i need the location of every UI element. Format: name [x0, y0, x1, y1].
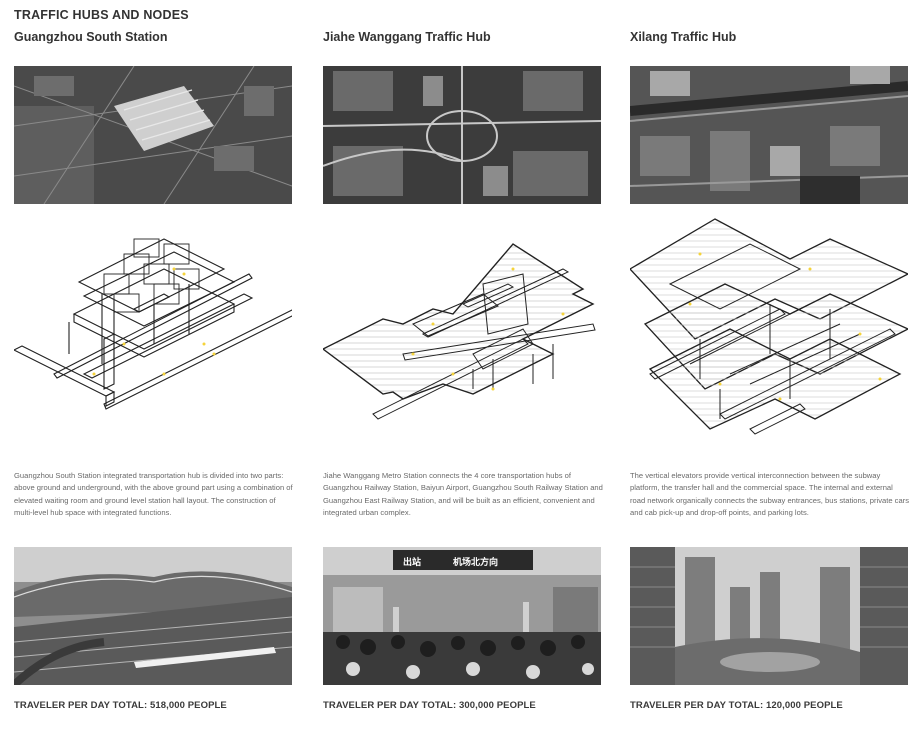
station-photo	[14, 547, 292, 685]
hub-title: Jiahe Wanggang Traffic Hub	[323, 30, 491, 44]
hub-column-guangzhou-south: Guangzhou South Station	[14, 0, 293, 729]
platform-sign-exit: 出站	[403, 557, 422, 567]
traveler-count: TRAVELER PER DAY TOTAL: 518,000 PEOPLE	[14, 700, 227, 711]
aerial-photo	[630, 66, 908, 204]
hub-description: Guangzhou South Station integrated trans…	[14, 471, 293, 517]
hub-column-xilang: Xilang Traffic Hub	[630, 0, 910, 729]
hub-axonometric-diagram	[630, 218, 908, 435]
aerial-photo	[323, 66, 601, 204]
hub-column-jiahe-wanggang: Jiahe Wanggang Traffic Hub	[323, 0, 603, 729]
traveler-count: TRAVELER PER DAY TOTAL: 120,000 PEOPLE	[630, 700, 843, 711]
aerial-photo	[14, 66, 292, 204]
hub-description: Jiahe Wanggang Metro Station connects th…	[323, 471, 603, 517]
hub-axonometric-diagram	[14, 238, 292, 410]
hub-axonometric-diagram	[323, 243, 596, 420]
hub-title: Xilang Traffic Hub	[630, 30, 737, 44]
metro-platform-photo: 出站 机场北方向	[323, 547, 601, 685]
hub-description: The vertical elevators provide vertical …	[630, 471, 910, 517]
traveler-count: TRAVELER PER DAY TOTAL: 300,000 PEOPLE	[323, 700, 536, 711]
city-hub-photo	[630, 547, 908, 685]
page-title: TRAFFIC HUBS AND NODES	[14, 8, 189, 22]
hub-title: Guangzhou South Station	[14, 30, 168, 44]
platform-sign-direction: 机场北方向	[453, 557, 499, 567]
